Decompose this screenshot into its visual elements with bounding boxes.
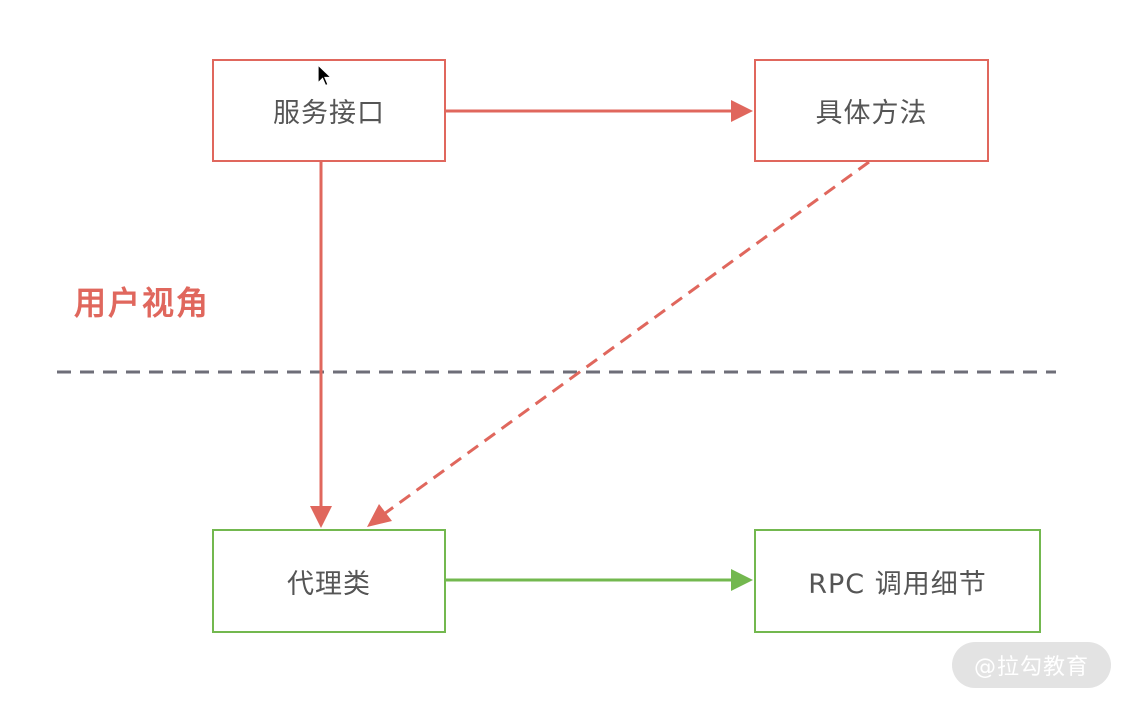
concrete-method-node: 具体方法 — [754, 59, 989, 162]
proxy-class-label: 代理类 — [287, 568, 371, 600]
arrowhead-service-to-proxy — [310, 506, 332, 528]
watermark-text: @拉勾教育 — [973, 655, 1089, 680]
arrowhead-proxy-to-rpc — [731, 569, 753, 591]
arrow-method-to-proxy — [383, 160, 870, 516]
concrete-method-label: 具体方法 — [815, 98, 928, 129]
rpc-details-node: RPC 调用细节 — [754, 529, 1041, 633]
mouse-cursor-icon — [317, 64, 333, 87]
arrowhead-service-to-method — [731, 100, 753, 122]
service-interface-node: 服务接口 — [212, 59, 446, 162]
user-perspective-label: 用户视角 — [74, 284, 211, 322]
service-interface-label: 服务接口 — [273, 98, 385, 129]
arrowhead-method-to-proxy — [367, 504, 392, 527]
proxy-class-node: 代理类 — [212, 529, 446, 633]
watermark-badge: @拉勾教育 — [952, 642, 1111, 688]
rpc-details-label: RPC 调用细节 — [808, 568, 987, 600]
